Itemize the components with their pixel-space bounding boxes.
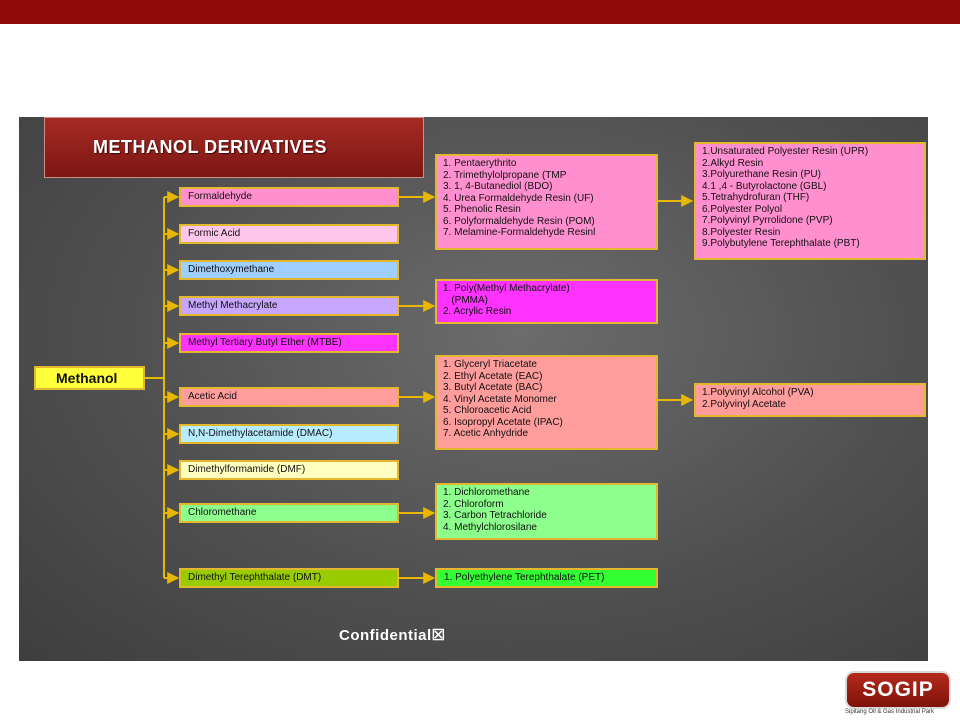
methanol-node: Methanol xyxy=(34,366,145,390)
list-item: 2. Acrylic Resin xyxy=(443,306,512,317)
list-item: 5.Tetrahydrofuran (THF) xyxy=(702,192,810,203)
connectors xyxy=(145,191,694,584)
list-item: 1. Dichloromethane xyxy=(443,487,530,498)
node-acetic-acid: Acetic Acid xyxy=(179,387,399,407)
list-item: 7. Melamine-Formaldehyde Resinl xyxy=(443,227,596,238)
sogip-logo: SOGIP xyxy=(847,673,949,707)
list-item: 4. Methylchlorosilane xyxy=(443,521,537,533)
products-acetic-acid: 1. Glyceryl Triacetate 2. Ethyl Acetate … xyxy=(435,355,658,450)
node-dmf: Dimethylformamide (DMF) xyxy=(179,460,399,480)
list-item: 7. Acetic Anhydride xyxy=(443,428,529,439)
confidential-label: Confidential☒ xyxy=(339,627,446,644)
list-item: 2. Ethyl Acetate (EAC) xyxy=(443,370,543,382)
list-item: 3. 1, 4-Butanediol (BDO) xyxy=(443,181,553,192)
list-item: 9.Polybutylene Terephthalate (PBT) xyxy=(702,238,860,249)
list-item: 4. Urea Formaldehyde Resin (UF) xyxy=(443,192,594,204)
list-item: 2.Alkyd Resin xyxy=(702,157,764,169)
products-methyl-methacrylate: 1. Poly(Methyl Methacrylate) (PMMA) 2. A… xyxy=(435,279,658,324)
list-item: 7.Polyvinyl Pyrrolidone (PVP) xyxy=(702,215,833,226)
products-dmt: 1. Polyethylene Terephthalate (PET) xyxy=(435,568,658,588)
products-chloromethane: 1. Dichloromethane 2. Chloroform 3. Carb… xyxy=(435,483,658,540)
node-formic-acid: Formic Acid xyxy=(179,224,399,244)
node-dmt: Dimethyl Terephthalate (DMT) xyxy=(179,568,399,588)
list-item: 6. Polyformaldehyde Resin (POM) xyxy=(443,215,595,227)
downstream-formaldehyde: 1.Unsaturated Polyester Resin (UPR) 2.Al… xyxy=(694,142,926,260)
products-formaldehyde: 1. Pentaerythrito 2. Trimethylolpropane … xyxy=(435,154,658,250)
list-item: 2. Trimethylolpropane (TMP xyxy=(443,169,567,181)
node-chloromethane: Chloromethane xyxy=(179,503,399,523)
logo-subtitle: Sipitang Oil & Gas Industrial Park xyxy=(845,709,935,715)
slide-title: METHANOL DERIVATIVES xyxy=(44,117,424,178)
node-mtbe: Methyl Tertiary Butyl Ether (MTBE) xyxy=(179,333,399,353)
list-item: 2. Chloroform xyxy=(443,498,504,510)
downstream-acetic-acid: 1.Polyvinyl Alcohol (PVA) 2.Polyvinyl Ac… xyxy=(694,383,926,417)
list-item: 3. Butyl Acetate (BAC) xyxy=(443,382,543,393)
list-item: 6. Isopropyl Acetate (IPAC) xyxy=(443,416,563,428)
list-item: 5. Chloroacetic Acid xyxy=(443,405,532,416)
list-item: 4.1 ,4 - Butyrolactone (GBL) xyxy=(702,180,827,192)
list-item: 3.Polyurethane Resin (PU) xyxy=(702,169,821,180)
list-item: 1.Unsaturated Polyester Resin (UPR) xyxy=(702,146,869,157)
list-item: 5. Phenolic Resin xyxy=(443,204,521,215)
diagram-area: METHANOL DERIVATIVES Methanol Formaldehy… xyxy=(19,117,928,661)
top-bar xyxy=(0,0,960,24)
list-item: 1.Polyvinyl Alcohol (PVA) xyxy=(702,387,814,398)
node-methyl-methacrylate: Methyl Methacrylate xyxy=(179,296,399,316)
node-formaldehyde: Formaldehyde xyxy=(179,187,399,207)
list-item: 6.Polyester Polyol xyxy=(702,203,783,215)
list-item: (PMMA) xyxy=(443,294,488,306)
list-item: 8.Polyester Resin xyxy=(702,226,781,238)
list-item: 1. Glyceryl Triacetate xyxy=(443,359,537,370)
list-item: 3. Carbon Tetrachloride xyxy=(443,510,547,521)
list-item: 2.Polyvinyl Acetate xyxy=(702,398,786,410)
list-item: 1. Poly(Methyl Methacrylate) xyxy=(443,283,570,294)
list-item: 1. Pentaerythrito xyxy=(443,158,517,169)
list-item: 4. Vinyl Acetate Monomer xyxy=(443,393,557,405)
node-dimethoxymethane: Dimethoxymethane xyxy=(179,260,399,280)
node-dmac: N,N-Dimethylacetamide (DMAC) xyxy=(179,424,399,444)
